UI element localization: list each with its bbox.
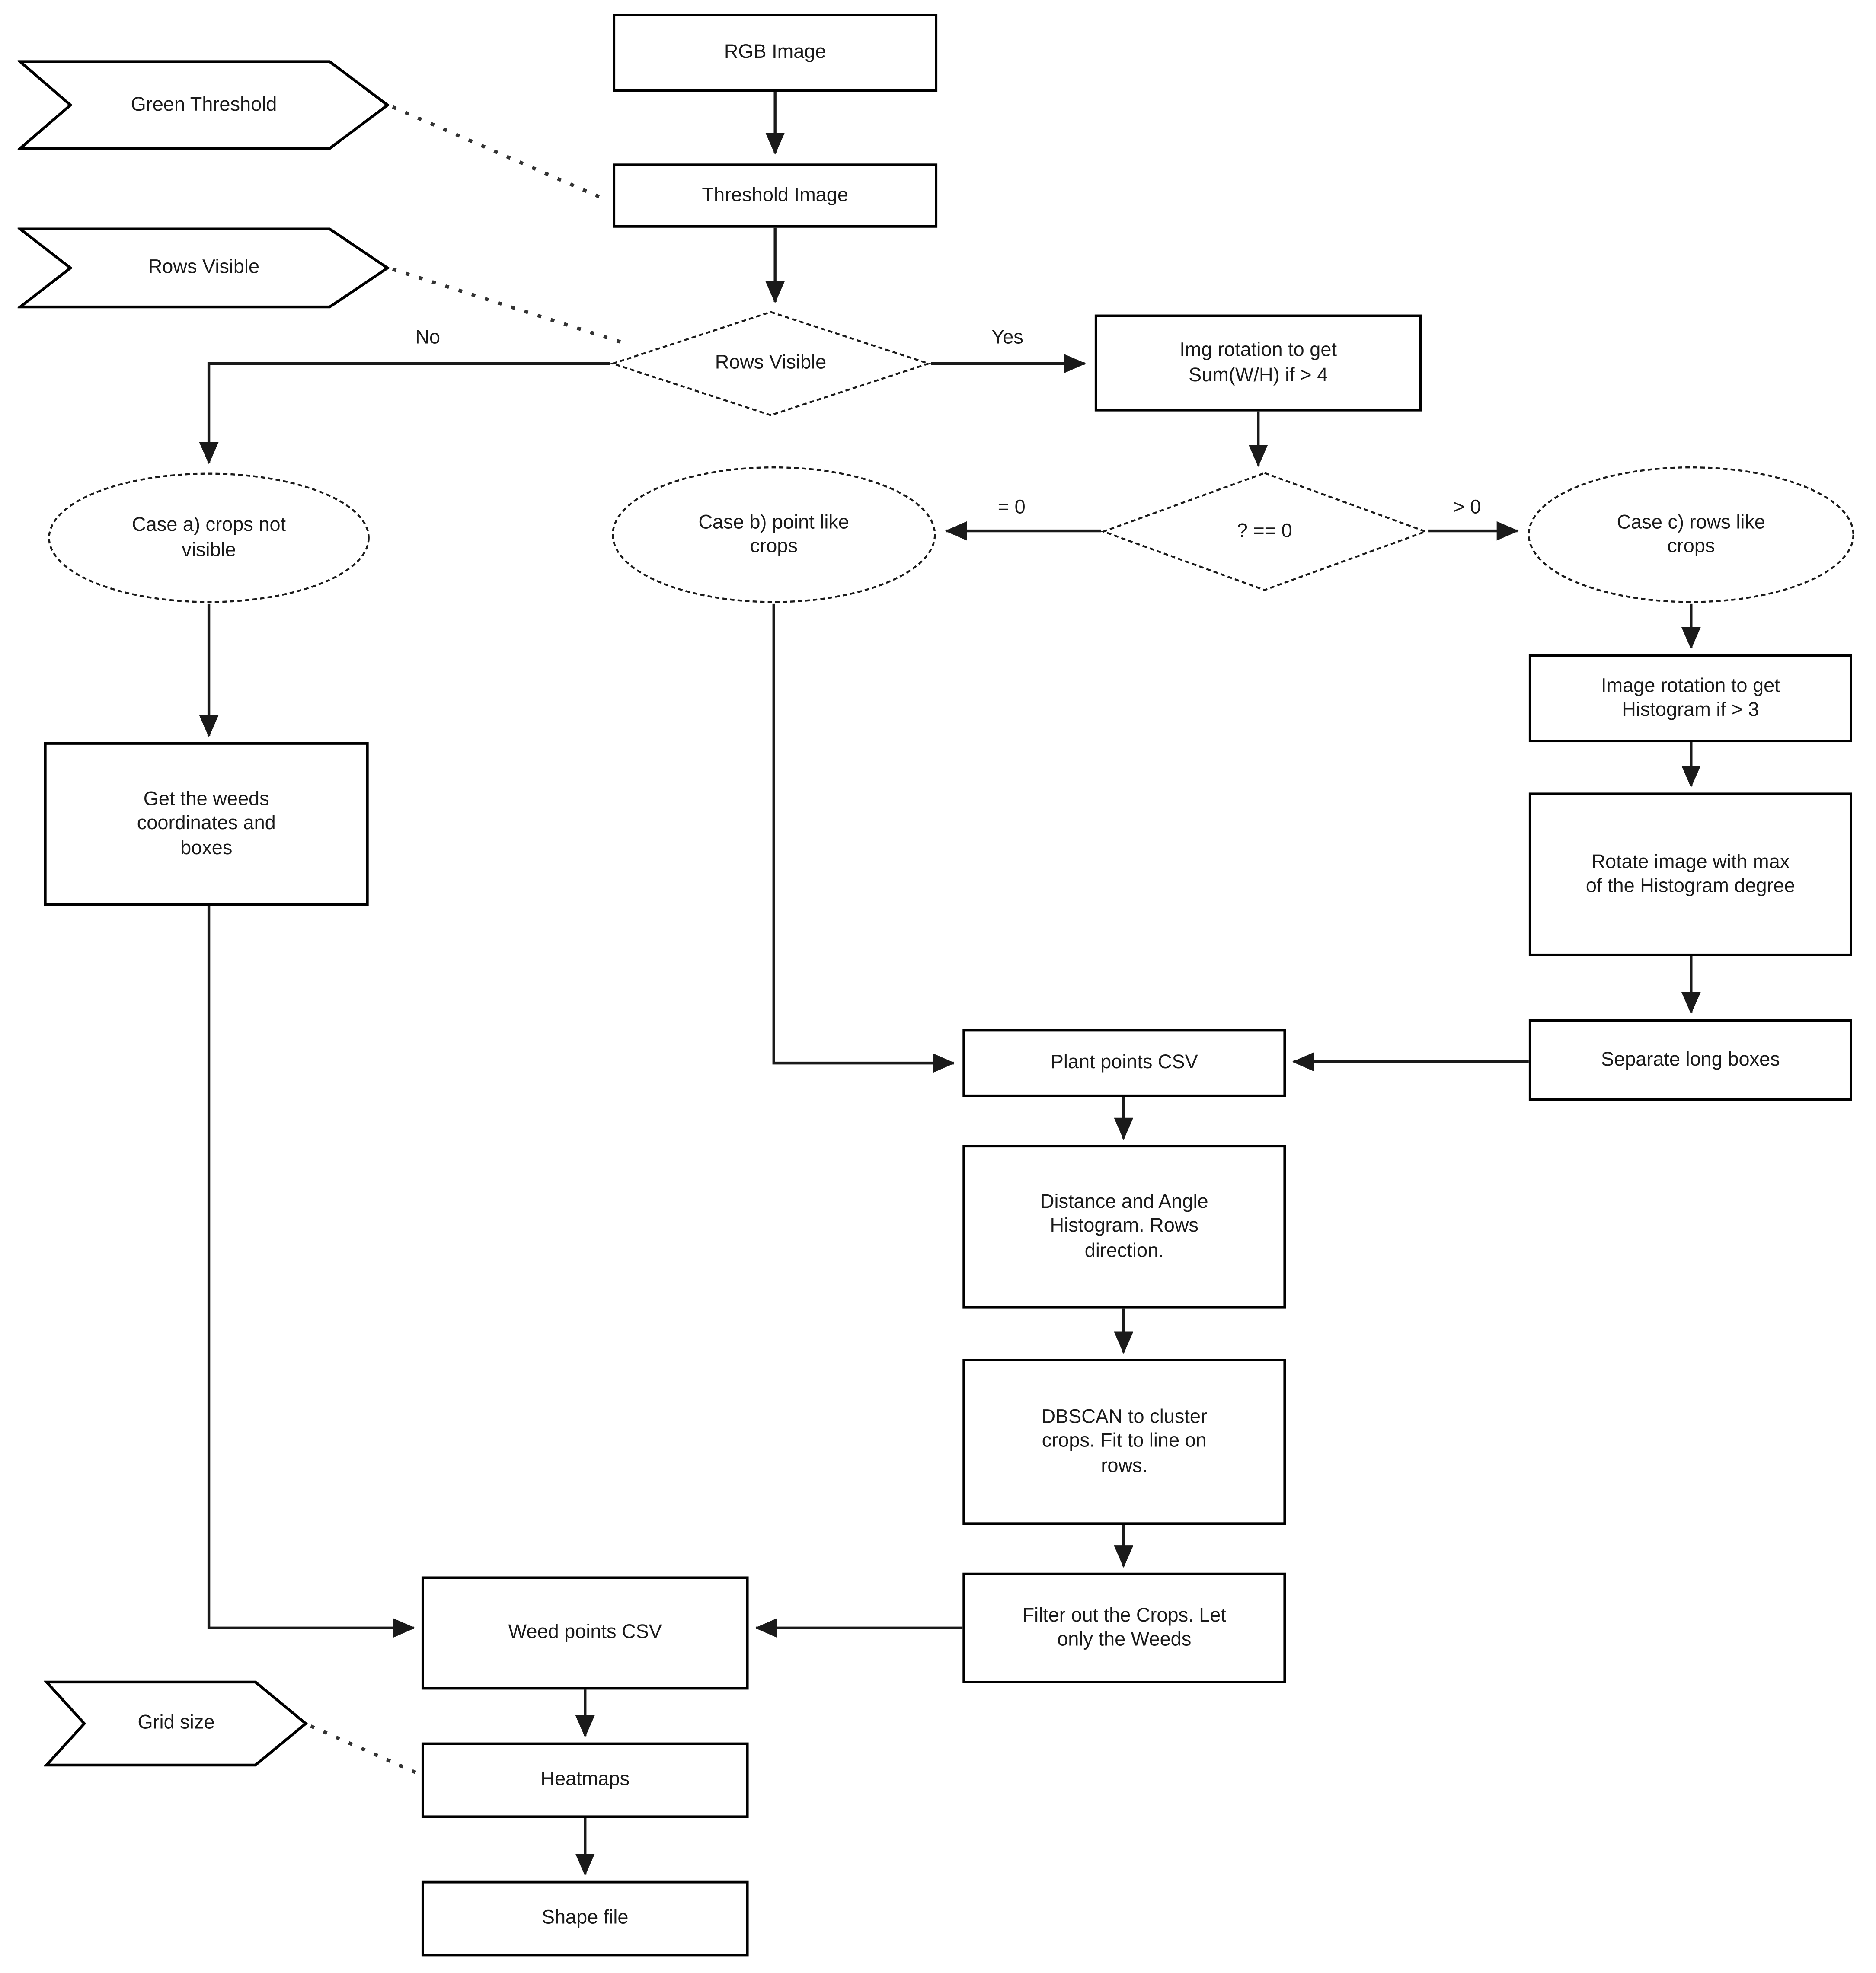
node-img-rotation-sum-label: Img rotation to get Sum(W/H) if > 4 (1179, 340, 1337, 386)
edge-label-gt-zero: > 0 (1453, 497, 1481, 519)
node-green-threshold-label: Green Threshold (131, 94, 277, 116)
node-weed-points-csv: Weed points CSV (421, 1576, 749, 1690)
node-separate-long-boxes-label: Separate long boxes (1601, 1049, 1780, 1071)
node-weed-points-csv-label: Weed points CSV (508, 1622, 662, 1644)
node-get-weeds: Get the weeds coordinates and boxes (44, 742, 369, 906)
node-filter-crops-label: Filter out the Crops. Let only the Weeds (1022, 1605, 1226, 1651)
node-case-b-label: Case b) point like crops (698, 511, 850, 558)
node-heatmaps: Heatmaps (421, 1742, 749, 1818)
diamond-shape-icon (1101, 472, 1429, 591)
edge-no-to-casea (199, 362, 610, 465)
ellipse-shape-icon (48, 472, 370, 603)
edge-caseb-to-plantcsv (772, 603, 956, 1073)
node-case-b: Case b) point like crops (610, 466, 937, 604)
edge-label-eq-zero: = 0 (997, 497, 1026, 519)
node-threshold-image: Threshold Image (613, 163, 938, 228)
node-case-c: Case c) rows like crops (1526, 466, 1856, 604)
node-threshold-image-label: Threshold Image (702, 185, 848, 206)
node-rows-visible-param-label: Rows Visible (148, 257, 260, 279)
edge-label-yes: Yes (991, 327, 1023, 349)
node-distance-angle-label: Distance and Angle Histogram. Rows direc… (1040, 1191, 1208, 1262)
node-image-rotation-histogram-label: Image rotation to get Histogram if > 3 (1601, 675, 1780, 721)
node-rows-visible-param: Rows Visible (17, 227, 390, 310)
node-shape-file-label: Shape file (541, 1907, 629, 1929)
node-rows-visible-decision: Rows Visible (610, 311, 931, 416)
ellipse-shape-icon (1528, 466, 1854, 603)
node-distance-angle: Distance and Angle Histogram. Rows direc… (962, 1145, 1286, 1309)
node-rotate-image-max-label: Rotate image with max of the Histogram d… (1585, 851, 1795, 897)
node-get-weeds-label: Get the weeds coordinates and boxes (137, 789, 276, 859)
node-grid-size: Grid size (44, 1679, 308, 1768)
flag-shape-icon (17, 60, 390, 150)
diamond-shape-icon (610, 311, 931, 416)
node-rgb-image-label: RGB Image (724, 42, 826, 64)
node-filter-crops: Filter out the Crops. Let only the Weeds (962, 1572, 1286, 1683)
node-shape-file: Shape file (421, 1880, 749, 1957)
node-rotate-image-max: Rotate image with max of the Histogram d… (1528, 792, 1852, 956)
node-plant-points-csv: Plant points CSV (962, 1029, 1286, 1097)
edge-getweeds-to-weedcsv (207, 906, 415, 1638)
node-img-rotation-sum: Img rotation to get Sum(W/H) if > 4 (1094, 314, 1422, 412)
node-case-c-label: Case c) rows like crops (1617, 511, 1766, 558)
node-dbscan: DBSCAN to cluster crops. Fit to line on … (962, 1359, 1286, 1525)
node-dbscan-label: DBSCAN to cluster crops. Fit to line on … (1041, 1406, 1208, 1477)
edge-greenthreshold-param-dotted (392, 105, 605, 201)
node-case-a: Case a) crops not visible (47, 472, 371, 604)
node-case-a-label: Case a) crops not visible (132, 514, 286, 561)
ellipse-shape-icon (612, 466, 936, 603)
node-plant-points-csv-label: Plant points CSV (1050, 1052, 1198, 1074)
node-image-rotation-histogram: Image rotation to get Histogram if > 3 (1528, 654, 1852, 743)
node-separate-long-boxes: Separate long boxes (1528, 1019, 1852, 1101)
node-question-eq-zero-label: ? == 0 (1237, 520, 1292, 542)
flag-shape-icon (44, 1680, 308, 1767)
edge-gridsize-param-dotted (310, 1724, 420, 1776)
node-question-eq-zero: ? == 0 (1101, 472, 1429, 591)
node-rgb-image: RGB Image (613, 14, 938, 92)
edge-label-no: No (415, 327, 441, 349)
flag-shape-icon (17, 227, 390, 309)
node-green-threshold: Green Threshold (17, 59, 390, 151)
node-rows-visible-decision-label: Rows Visible (715, 352, 827, 374)
node-grid-size-label: Grid size (137, 1712, 215, 1734)
node-heatmaps-label: Heatmaps (540, 1769, 630, 1791)
